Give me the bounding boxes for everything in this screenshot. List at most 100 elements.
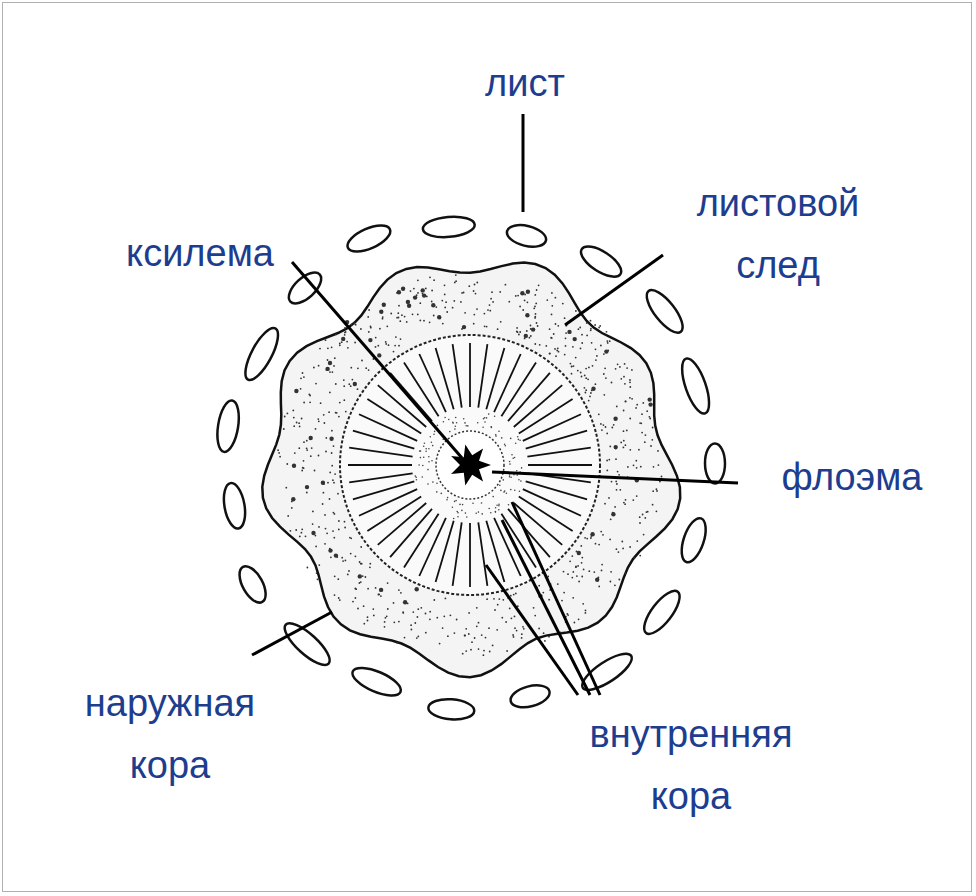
- ray-line: [478, 344, 487, 407]
- stipple-dot: [621, 541, 623, 543]
- stipple-dot: [320, 402, 322, 404]
- stipple-dot: [337, 493, 339, 495]
- stipple-dot: [466, 516, 468, 518]
- stipple-dot: [519, 490, 521, 492]
- stipple-dot: [339, 344, 341, 346]
- stipple-dot: [365, 576, 367, 578]
- stipple-dot: [455, 417, 457, 419]
- stipple-dot: [441, 493, 443, 495]
- stipple-dot: [397, 312, 399, 314]
- stipple-dot: [302, 372, 304, 374]
- stipple-dot: [614, 445, 618, 449]
- leaf-oval: [428, 698, 475, 721]
- stipple-dot: [398, 305, 400, 307]
- stipple-dot: [303, 376, 305, 378]
- stipple-dot: [350, 367, 352, 369]
- leader-lines: [252, 114, 738, 695]
- stipple-dot: [422, 293, 426, 297]
- stipple-dot: [347, 347, 349, 349]
- stipple-dot: [388, 344, 390, 346]
- ray-line: [349, 448, 412, 457]
- stipple-dot: [658, 464, 660, 466]
- stipple-dot: [610, 518, 612, 520]
- stipple-dot: [523, 628, 525, 630]
- stipple-dot: [315, 428, 317, 430]
- stipple-dot: [496, 505, 498, 507]
- part-label: ксилема: [100, 222, 300, 284]
- stipple-dot: [301, 418, 303, 420]
- stipple-dot: [331, 465, 333, 467]
- stipple-dot: [406, 321, 408, 323]
- stipple-dot: [346, 341, 348, 343]
- stipple-dot: [478, 622, 480, 624]
- leader-line: [565, 255, 663, 325]
- stipple-dot: [504, 490, 506, 492]
- stipple-dot: [328, 411, 330, 413]
- stipple-dot: [435, 306, 437, 308]
- stipple-dot: [595, 348, 597, 350]
- stipple-dot: [595, 383, 597, 385]
- stipple-dot: [454, 428, 456, 430]
- ray-line: [419, 518, 446, 576]
- stipple-dot: [442, 323, 444, 325]
- stipple-dot: [520, 291, 524, 295]
- stipple-dot: [338, 520, 340, 522]
- stipple-dot: [291, 497, 295, 501]
- stipple-dot: [516, 630, 518, 632]
- stipple-dot: [420, 457, 422, 459]
- stipple-dot: [623, 502, 625, 504]
- stipple-dot: [416, 479, 418, 481]
- stipple-dot: [641, 432, 643, 434]
- stipple-dot: [577, 565, 579, 567]
- stipple-dot: [429, 618, 431, 620]
- stipple-dot: [635, 460, 637, 462]
- stipple-dot: [506, 650, 508, 652]
- stipple-dot: [329, 498, 331, 500]
- stipple-dot: [459, 504, 461, 506]
- stipple-dot: [286, 463, 288, 465]
- stipple-dot: [586, 322, 588, 324]
- stipple-dot: [648, 397, 652, 401]
- ray-line: [353, 431, 414, 449]
- stipple-dot: [652, 504, 654, 506]
- stipple-dot: [499, 291, 501, 293]
- stipple-dot: [511, 454, 513, 456]
- stipple-dot: [419, 450, 421, 452]
- ray-line: [419, 354, 446, 412]
- stipple-dot: [296, 422, 298, 424]
- stipple-dot: [639, 516, 641, 518]
- stipple-dot: [431, 460, 433, 462]
- stipple-dot: [324, 543, 326, 545]
- stipple-dot: [431, 441, 433, 443]
- stipple-dot: [344, 527, 346, 529]
- stipple-dot: [350, 553, 352, 555]
- stipple-dot: [627, 466, 629, 468]
- stipple-dot: [387, 608, 389, 610]
- stipple-dot: [293, 417, 295, 419]
- stipple-dot: [636, 495, 638, 497]
- leaf-oval: [576, 241, 626, 283]
- stipple-dot: [484, 417, 486, 419]
- stipple-dot: [444, 294, 446, 296]
- stipple-dot: [305, 485, 309, 489]
- stipple-dot: [618, 551, 620, 553]
- stipple-dot: [309, 401, 311, 403]
- stipple-dot: [464, 635, 466, 637]
- stipple-dot: [609, 539, 611, 541]
- ray-line: [528, 464, 592, 466]
- stipple-dot: [425, 632, 427, 634]
- stipple-dot: [318, 564, 320, 566]
- ray-line: [436, 521, 454, 582]
- stipple-dot: [325, 367, 329, 371]
- stipple-dot: [643, 534, 645, 536]
- stipple-dot: [598, 544, 600, 546]
- stipple-dot: [623, 376, 625, 378]
- stipple-dot: [444, 284, 446, 286]
- stipple-dot: [367, 588, 369, 590]
- stipple-dot: [538, 284, 540, 286]
- stipple-dot: [518, 439, 520, 441]
- stipple-dot: [331, 346, 333, 348]
- stipple-dot: [489, 304, 491, 306]
- leader-line: [492, 472, 738, 483]
- leaf-oval: [284, 267, 327, 309]
